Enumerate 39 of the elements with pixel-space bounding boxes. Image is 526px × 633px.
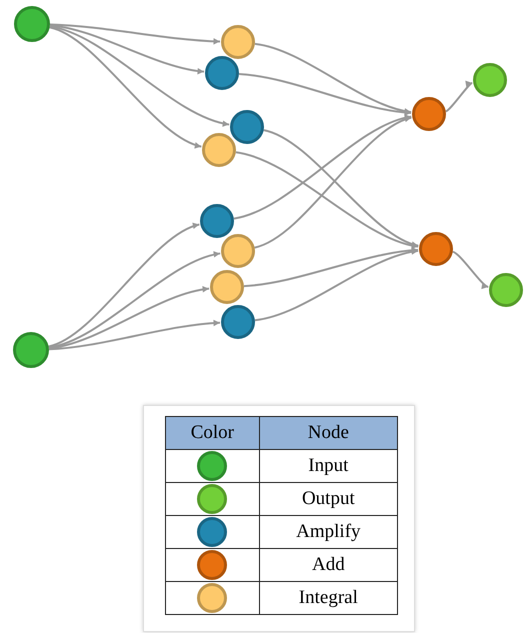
column-header: Color: [166, 416, 260, 450]
amplify-node: [221, 305, 255, 339]
add-node: [419, 232, 453, 266]
arrow: [452, 250, 489, 288]
arrow: [48, 320, 220, 350]
output-node: [489, 273, 523, 307]
input-node: [14, 6, 50, 42]
arrow: [236, 151, 418, 248]
integral-node: [210, 270, 244, 304]
arrow: [263, 129, 419, 247]
legend-label: Integral: [259, 582, 398, 614]
arrow: [48, 252, 220, 349]
legend-label: Amplify: [259, 516, 398, 548]
arrow: [445, 82, 473, 112]
arrow: [49, 26, 202, 148]
arrow: [50, 25, 230, 126]
arrow: [254, 116, 412, 249]
arrow: [234, 115, 412, 220]
integral-node: [202, 133, 236, 167]
legend-label: Input: [259, 450, 398, 482]
input-node: [13, 332, 49, 368]
add-node: [412, 97, 446, 131]
arrow: [254, 42, 412, 114]
arrow: [48, 224, 200, 348]
column-header: Node: [259, 416, 398, 450]
arrow: [50, 23, 220, 45]
legend-label: Output: [259, 482, 398, 516]
amplify-node: [205, 56, 239, 90]
output-node: [473, 63, 507, 97]
legend-label: Add: [259, 548, 398, 582]
integral-node: [221, 25, 255, 59]
integral-node: [221, 234, 255, 268]
arrow: [48, 286, 210, 350]
amplify-node: [230, 110, 264, 144]
arrow: [254, 248, 418, 322]
arrow: [244, 247, 418, 288]
arrow: [238, 72, 412, 116]
amplify-node: [200, 204, 234, 238]
arrow: [50, 24, 204, 74]
